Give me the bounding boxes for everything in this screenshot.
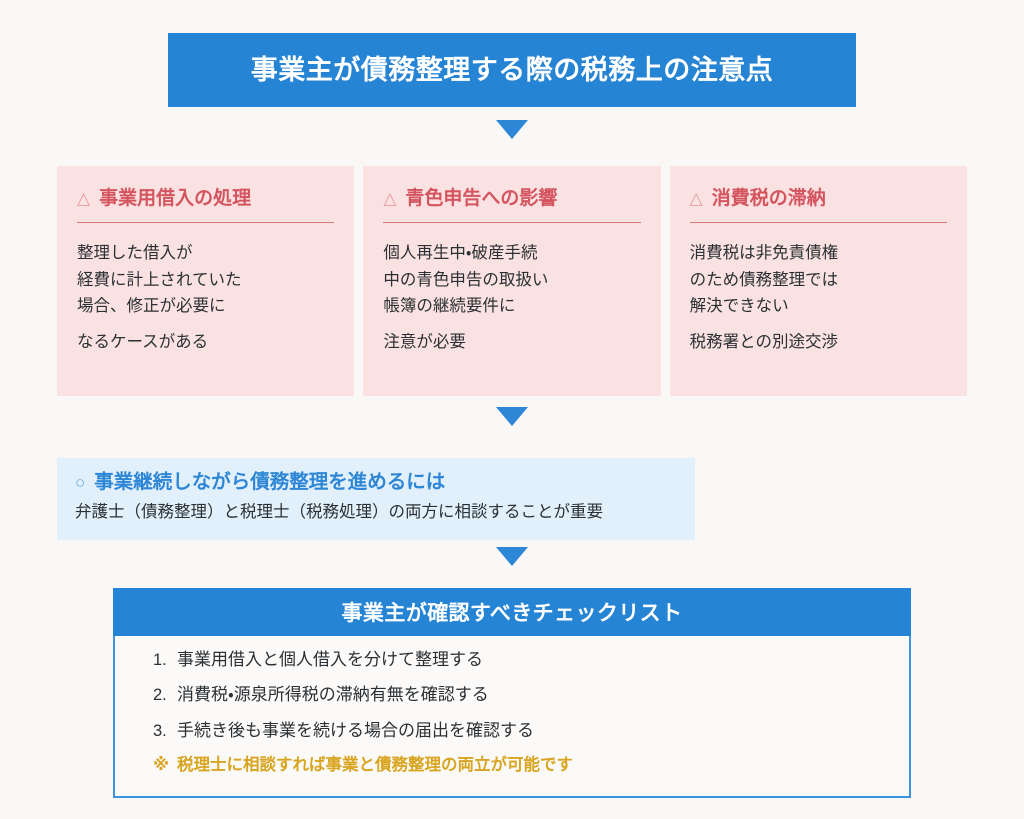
- page-title: 事業主が債務整理する際の税務上の注意点: [250, 54, 774, 85]
- checklist-item-text: 手続き後も事業を続ける場合の届出を確認する: [177, 720, 534, 740]
- checklist-item-number: 3.: [153, 721, 167, 740]
- checklist-box: 事業主が確認すべきチェックリスト 1. 事業用借入と個人借入を分けて整理する 2…: [113, 588, 911, 798]
- checklist-item: 3. 手続き後も事業を続ける場合の届出を確認する: [153, 720, 889, 742]
- checklist-item-text: 消費税・源泉所得税の滞納有無を確認する: [177, 685, 489, 705]
- warning-card-2-heading: 青色申告への影響: [405, 188, 558, 209]
- advice-panel-subtext: 弁護士（債務整理）と税理士（税務処理）の両方に相談することが重要: [75, 503, 603, 522]
- checklist-note: ※ 税理士に相談すれば事業と債務整理の両立が可能です: [153, 755, 889, 776]
- warning-card-1-body: 整理した借入が経費に計上されていた場合、修正が必要に なるケースがある: [77, 240, 334, 356]
- divider: [689, 221, 947, 223]
- checklist-body: 1. 事業用借入と個人借入を分けて整理する 2. 消費税・源泉所得税の滞納有無を…: [113, 636, 911, 798]
- divider: [77, 221, 335, 223]
- warning-card-1-header: △ 事業用借入の処理: [77, 188, 334, 211]
- warning-card-1: △ 事業用借入の処理 整理した借入が経費に計上されていた場合、修正が必要に なる…: [57, 166, 355, 396]
- warning-card-2-para-1: 個人再生中・破産手続中の青色申告の取扱い帳簿の継続要件に: [383, 243, 549, 316]
- checklist-header: 事業主が確認すべきチェックリスト: [113, 588, 911, 636]
- warning-triangle-icon: △: [383, 189, 397, 208]
- warning-card-2-para-2: 注意が必要: [383, 332, 466, 351]
- circle-icon: ○: [75, 473, 86, 492]
- checklist-item-text: 事業用借入と個人借入を分けて整理する: [177, 650, 483, 669]
- warning-card-2-body: 個人再生中・破産手続中の青色申告の取扱い帳簿の継続要件に 注意が必要: [383, 240, 640, 356]
- checklist-item-number: 1.: [153, 651, 167, 669]
- warning-card-1-para-2: なるケースがある: [77, 332, 209, 351]
- warning-card-3: △ 消費税の滞納 消費税は非免責債権のため債務整理では解決できない 税務署との別…: [669, 166, 967, 396]
- warning-card-3-para-2: 税務署との別途交渉: [689, 332, 838, 351]
- warning-triangle-icon: △: [689, 189, 703, 208]
- warning-card-2: △ 青色申告への影響 個人再生中・破産手続中の青色申告の取扱い帳簿の継続要件に …: [363, 166, 661, 396]
- arrow-down-icon-1: [496, 120, 528, 139]
- main-title-banner: 事業主が債務整理する際の税務上の注意点: [168, 33, 856, 107]
- checklist-item: 2. 消費税・源泉所得税の滞納有無を確認する: [153, 684, 889, 706]
- warning-cards-row: △ 事業用借入の処理 整理した借入が経費に計上されていた場合、修正が必要に なる…: [57, 166, 967, 396]
- warning-card-2-header: △ 青色申告への影響: [383, 188, 640, 211]
- checklist-item-number: 2.: [153, 686, 167, 705]
- arrow-down-icon-3: [496, 547, 528, 566]
- warning-card-3-body: 消費税は非免責債権のため債務整理では解決できない 税務署との別途交渉: [690, 240, 947, 356]
- checklist-note-text: 税理士に相談すれば事業と債務整理の両立が可能です: [177, 756, 574, 775]
- warning-triangle-icon: △: [77, 189, 91, 208]
- note-mark-icon: ※: [153, 756, 170, 775]
- advice-panel-heading: 事業継続しながら債務整理を進めるには: [94, 471, 446, 493]
- divider: [383, 221, 641, 223]
- warning-card-3-header: △ 消費税の滞納: [690, 188, 947, 211]
- checklist-item: 1. 事業用借入と個人借入を分けて整理する: [153, 649, 889, 671]
- checklist-title: 事業主が確認すべきチェックリスト: [341, 602, 683, 625]
- arrow-down-icon-2: [496, 407, 528, 426]
- warning-card-3-heading: 消費税の滞納: [711, 188, 826, 209]
- warning-card-1-para-1: 整理した借入が経費に計上されていた場合、修正が必要に: [77, 243, 242, 316]
- advice-panel-header: ○ 事業継続しながら債務整理を進めるには: [75, 470, 677, 495]
- warning-card-3-para-1: 消費税は非免責債権のため債務整理では解決できない: [689, 243, 839, 316]
- advice-panel: ○ 事業継続しながら債務整理を進めるには 弁護士（債務整理）と税理士（税務処理）…: [57, 458, 695, 540]
- warning-card-1-heading: 事業用借入の処理: [99, 188, 252, 209]
